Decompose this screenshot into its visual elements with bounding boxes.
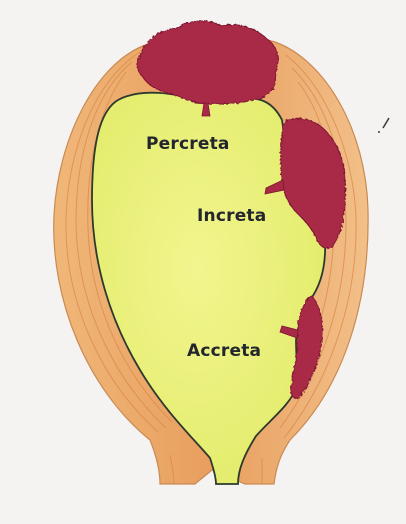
pen-mark bbox=[383, 118, 389, 128]
label-percreta: Percreta bbox=[146, 134, 230, 154]
pen-dot bbox=[378, 131, 380, 133]
label-accreta: Accreta bbox=[187, 341, 261, 361]
label-increta: Increta bbox=[197, 206, 266, 226]
